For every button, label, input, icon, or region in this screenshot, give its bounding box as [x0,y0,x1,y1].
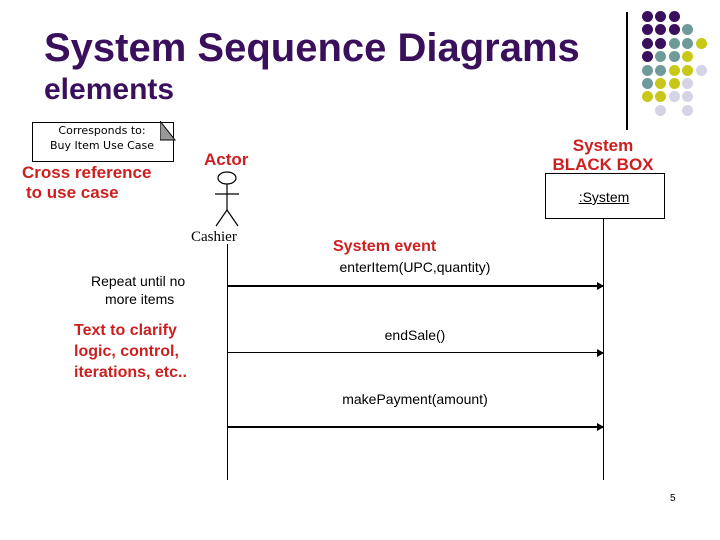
arrowhead-icon [597,282,604,290]
clarify-line-1: Text to clarify [74,322,177,339]
decorative-dot [642,91,653,103]
decorative-dot [695,37,707,49]
note-folded-corner-icon [160,121,177,141]
decorative-dot [695,64,707,76]
page-number: 5 [670,493,676,504]
clarify-annotation: Text to clarify logic, control, iteratio… [74,320,187,383]
decorative-dot [655,37,667,49]
actor-name: Cashier [191,229,237,245]
decorative-dot [682,37,694,49]
decorative-dot [682,64,694,76]
system-event-annotation: System event [333,238,437,255]
message-label: enterItem(UPC,quantity) [339,259,491,275]
clarify-line-3: iterations, etc.. [74,364,187,381]
actor-lifeline [227,244,228,480]
actor-annotation: Actor [204,150,249,169]
slide-subtitle: elements [44,73,175,106]
system-object-box [545,173,665,219]
decorative-dot [682,78,694,89]
decorative-dot [642,78,653,89]
note-text: Corresponds to: Buy Item Use Case [34,123,170,153]
decorative-dot [682,51,694,63]
system-annotation-line-1: System [572,136,634,155]
slide-title: System Sequence Diagrams [44,26,580,70]
message-arrow [227,282,604,290]
decorative-dot [668,51,680,63]
note-line-2: Buy Item Use Case [49,139,155,152]
decorative-dot [655,78,667,89]
decorative-dot [655,104,667,116]
decorative-dot [668,37,680,49]
decorative-dot [655,91,667,103]
decorative-dot [655,51,667,63]
cross-reference-annotation: Cross reference to use case [22,163,151,203]
decorative-dot [655,11,667,22]
decorative-dot [642,51,653,63]
decorative-dot [668,11,680,22]
decorative-dot [668,78,680,89]
decorative-dot [682,91,694,103]
actor-stick-figure-icon [215,171,239,227]
decorative-dot [668,24,680,36]
arrowhead-icon [597,423,604,431]
decorative-dot [682,104,694,116]
system-black-box-annotation: System BLACK BOX [548,136,658,174]
system-object-name: :System [578,189,630,205]
decorative-dot [642,37,653,49]
decorative-dot [642,64,653,76]
cross-reference-line-1: Cross reference [22,163,152,182]
decorative-dot [668,64,680,76]
message-arrow [227,423,604,431]
repeat-annotation: Repeat until no more items [91,272,231,308]
decorative-dot [655,64,667,76]
decorative-dot-grid [0,0,720,130]
decorative-dot [642,24,653,36]
note-box [32,122,174,162]
system-annotation-line-2: BLACK BOX [552,155,654,174]
repeat-line-2: more items [105,291,175,307]
repeat-line-1: Repeat until no [91,273,186,289]
decorative-dot [668,91,680,103]
decorative-dot [642,11,653,22]
message-arrow [227,349,604,357]
cross-reference-line-2: to use case [26,183,119,202]
arrowhead-icon [597,349,604,357]
message-label: makePayment(amount) [342,391,488,407]
decorative-dot [655,24,667,36]
note-line-1: Corresponds to: [58,124,146,137]
decorative-dot [682,24,694,36]
message-label: endSale() [384,327,446,343]
clarify-line-2: logic, control, [74,343,179,360]
accent-divider-line [626,12,628,130]
